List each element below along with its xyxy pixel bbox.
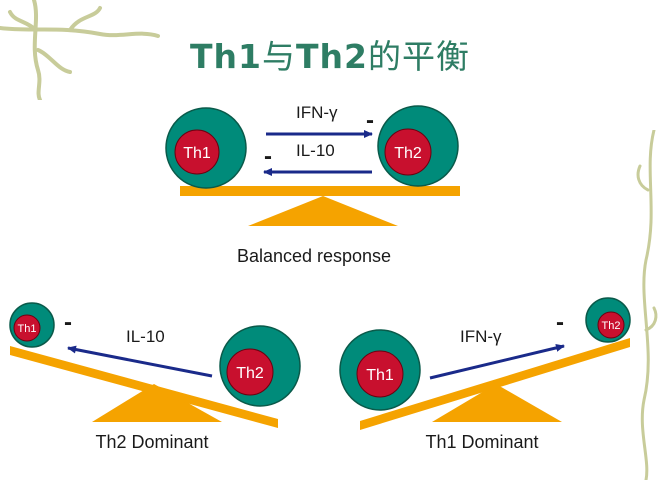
th1-dominant-small-th2-cell: Th2	[585, 297, 631, 343]
balanced-caption: Balanced response	[237, 246, 391, 266]
th2-dominant-minus: -	[64, 309, 72, 336]
title-th1: Th1	[190, 37, 262, 76]
th2-dominant-big-th2-cell: Th2	[219, 325, 301, 407]
balanced-ifn-label: IFN-γ	[296, 103, 338, 122]
th2-dominant-small-th1-cell: Th1	[9, 302, 55, 348]
balanced-th1-label: Th1	[183, 145, 211, 162]
th2-dominant-diagram: Th1 - IL-10 Th2 Th2 Dominant	[9, 302, 301, 452]
slide-title: Th1与Th2的平衡	[0, 30, 660, 78]
balanced-minus-left: -	[264, 143, 272, 170]
balanced-minus-right: -	[366, 107, 374, 134]
th2-dominant-il10-arrow	[67, 345, 213, 378]
corner-vine-decoration	[0, 0, 160, 100]
th2-dominant-fulcrum	[92, 384, 222, 422]
balanced-il10-label: IL-10	[296, 141, 335, 160]
title-balance: 的平衡	[367, 37, 470, 76]
balanced-beam	[180, 186, 460, 196]
balanced-fulcrum	[248, 196, 398, 226]
th2-dominant-beam	[10, 346, 278, 428]
th1-dominant-fulcrum	[432, 384, 562, 422]
th2-dominant-small-th1-label: Th1	[18, 323, 37, 335]
th1-dominant-minus: -	[556, 309, 564, 336]
right-edge-decoration	[636, 130, 658, 480]
th1-dominant-diagram: Th1 IFN-γ - Th2 Th1 Dominant	[339, 297, 631, 452]
balanced-th1-cell: Th1	[165, 107, 247, 189]
th1-dominant-ifn-arrow	[429, 343, 565, 380]
balanced-th2-label: Th2	[394, 145, 422, 162]
th1-dominant-beam	[360, 338, 630, 430]
balanced-diagram: Th1 Th2 IFN-γ - IL-10 - Balanced respons…	[165, 103, 460, 266]
th2-dominant-il10-label: IL-10	[126, 327, 165, 346]
th1-dominant-ifn-label: IFN-γ	[460, 327, 502, 346]
title-th2: Th2	[296, 37, 368, 76]
balanced-th2-cell: Th2	[377, 105, 459, 187]
th1-dominant-small-th2-label: Th2	[602, 320, 621, 332]
title-and: 与	[262, 37, 296, 76]
th1-dominant-big-th1-cell: Th1	[339, 329, 421, 411]
th2-dominant-big-th2-label: Th2	[236, 365, 264, 382]
th1-dominant-caption: Th1 Dominant	[425, 432, 538, 452]
th2-dominant-caption: Th2 Dominant	[95, 432, 208, 452]
th1-dominant-big-th1-label: Th1	[366, 367, 394, 384]
